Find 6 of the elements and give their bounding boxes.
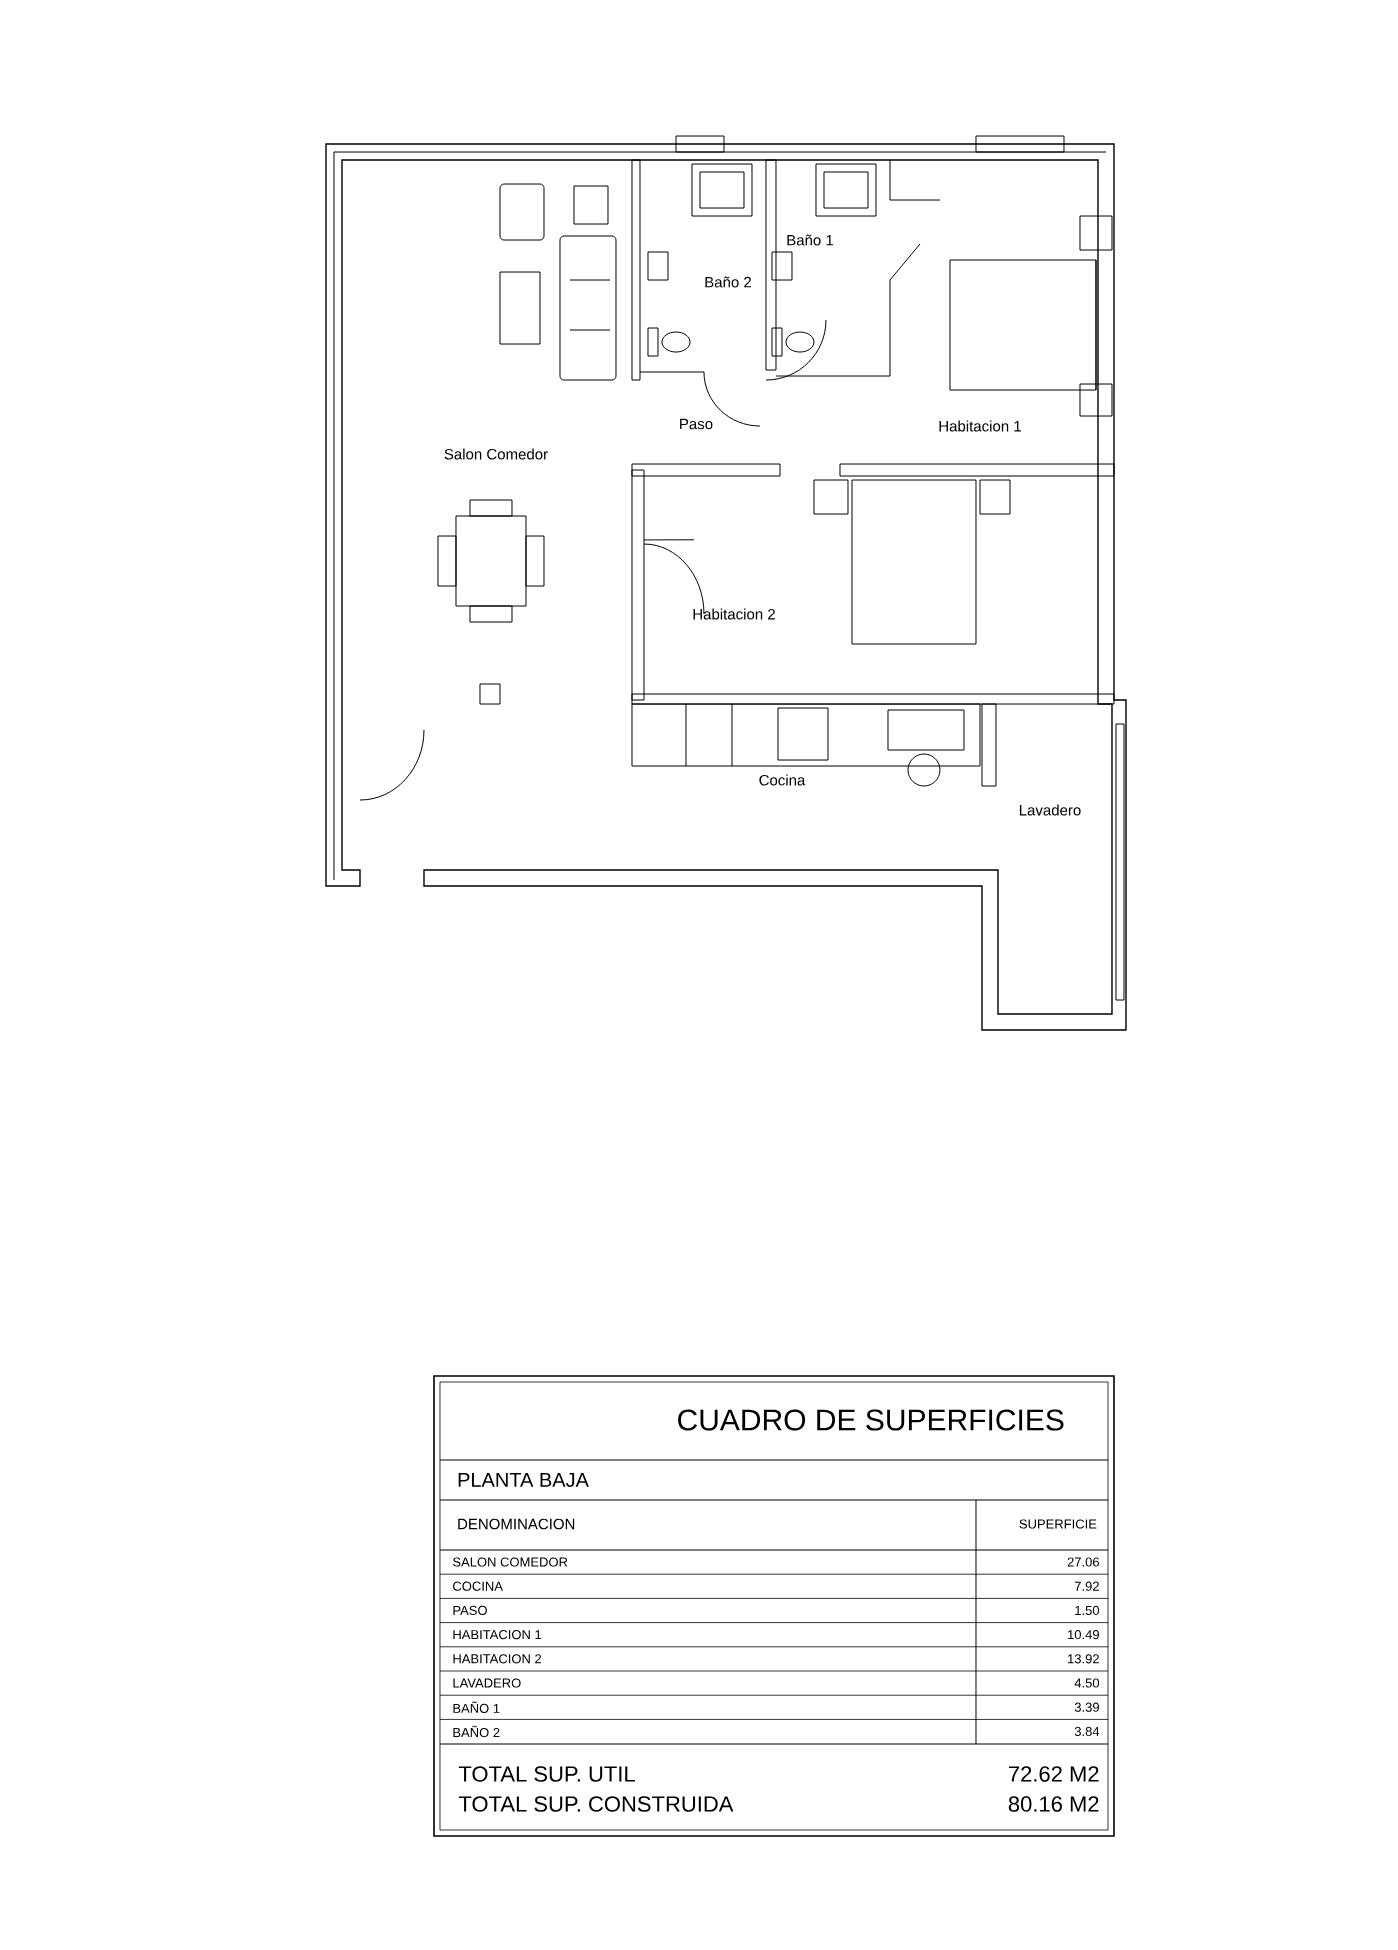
total-value: 72.62 M2 <box>1009 1766 1099 1782</box>
table-cell: PLANTA BAJA <box>458 1473 589 1487</box>
total-row-label: TOTAL SUP. UTIL <box>458 1766 635 1782</box>
table-title: CUADRO DE SUPERFICIES <box>678 1409 1064 1431</box>
total-value: 80.16 M2 <box>1008 1796 1099 1812</box>
total-row-label: TOTAL SUP. CONSTRUIDA <box>458 1796 734 1812</box>
